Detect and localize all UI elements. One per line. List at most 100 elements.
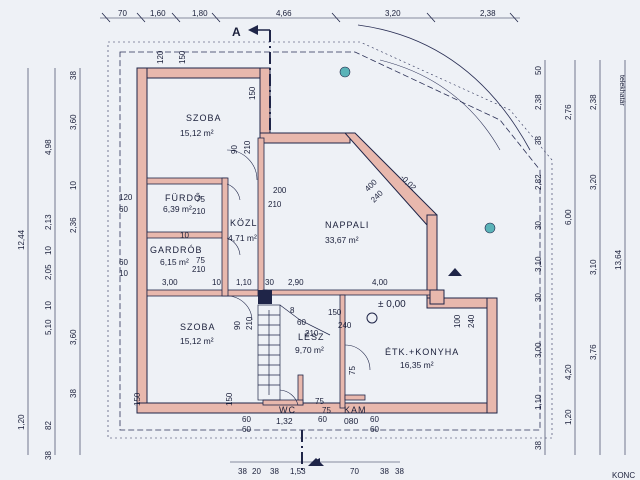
room-name-kozl: KÖZL bbox=[230, 218, 258, 228]
svg-text:13,64: 13,64 bbox=[614, 249, 623, 270]
room-area-gardrob: 6,15 m² bbox=[160, 257, 189, 267]
opening-dims: 120 150 150 90 210 120 60 75 210 200 210… bbox=[119, 50, 476, 476]
svg-text:2,76: 2,76 bbox=[564, 104, 573, 120]
svg-text:38: 38 bbox=[69, 71, 78, 80]
svg-text:3,20: 3,20 bbox=[385, 9, 401, 18]
svg-text:10: 10 bbox=[212, 278, 221, 287]
svg-text:5,10: 5,10 bbox=[44, 319, 53, 335]
svg-text:1,53: 1,53 bbox=[290, 467, 306, 476]
svg-text:20: 20 bbox=[252, 467, 261, 476]
svg-text:2,05: 2,05 bbox=[44, 264, 53, 280]
svg-text:6,00: 6,00 bbox=[564, 209, 573, 225]
svg-text:60: 60 bbox=[119, 258, 128, 267]
svg-text:3,00: 3,00 bbox=[162, 278, 178, 287]
svg-text:150: 150 bbox=[248, 86, 257, 100]
svg-text:90: 90 bbox=[233, 321, 242, 330]
svg-text:75: 75 bbox=[322, 406, 331, 415]
terrace-curve bbox=[357, 24, 531, 151]
right-dimension-chains: 50 2,38 38 2,82 30 3,10 30 3,00 1,10 38 … bbox=[534, 60, 626, 455]
plot-boundary bbox=[119, 51, 541, 431]
room-name-etk: ÉTK.+KONYHA bbox=[385, 347, 459, 357]
svg-text:2,36: 2,36 bbox=[69, 217, 78, 233]
setback-line bbox=[107, 41, 553, 439]
svg-text:38: 38 bbox=[238, 467, 247, 476]
svg-text:210: 210 bbox=[245, 316, 254, 330]
svg-text:3,00: 3,00 bbox=[534, 342, 543, 358]
downpipe-icon bbox=[339, 66, 351, 78]
svg-text:60: 60 bbox=[242, 415, 251, 424]
level-marker-icon bbox=[366, 312, 378, 324]
svg-text:150: 150 bbox=[225, 392, 234, 406]
svg-text:75: 75 bbox=[315, 397, 324, 406]
svg-text:3,10: 3,10 bbox=[534, 256, 543, 272]
room-name-nappali: NAPPALI bbox=[325, 220, 369, 230]
svg-text:3,10: 3,10 bbox=[589, 259, 598, 275]
svg-text:210: 210 bbox=[243, 140, 252, 154]
svg-text:1,20: 1,20 bbox=[17, 414, 26, 430]
svg-text:2,38: 2,38 bbox=[589, 94, 598, 110]
svg-text:210: 210 bbox=[192, 207, 206, 216]
svg-text:75: 75 bbox=[196, 195, 205, 204]
room-area-szoba2: 15,12 m² bbox=[180, 336, 214, 346]
bottom-dimension-chain: 38 20 1,53 70 38 bbox=[230, 461, 404, 476]
svg-text:150: 150 bbox=[328, 308, 342, 317]
room-name-szoba2: SZOBA bbox=[180, 322, 216, 332]
svg-text:4,00: 4,00 bbox=[372, 278, 388, 287]
svg-text:30: 30 bbox=[534, 221, 543, 230]
downpipe-icon bbox=[484, 222, 496, 234]
svg-text:75: 75 bbox=[196, 256, 205, 265]
room-name-kam: KAM bbox=[344, 405, 367, 415]
svg-text:1,60: 1,60 bbox=[150, 9, 166, 18]
svg-text:3,20: 3,20 bbox=[589, 174, 598, 190]
room-area-kam: 080 bbox=[344, 416, 358, 426]
svg-text:2,38: 2,38 bbox=[480, 9, 496, 18]
svg-text:38: 38 bbox=[69, 389, 78, 398]
svg-text:10: 10 bbox=[44, 301, 53, 310]
svg-text:38: 38 bbox=[395, 467, 404, 476]
svg-text:210: 210 bbox=[192, 265, 206, 274]
room-name-szoba1: SZOBA bbox=[186, 113, 222, 123]
svg-text:30: 30 bbox=[265, 278, 274, 287]
svg-text:38: 38 bbox=[380, 467, 389, 476]
terrace-curve-inner bbox=[379, 59, 501, 151]
room-name-furdo: FÜRDŐ bbox=[165, 193, 202, 203]
svg-text:1,10: 1,10 bbox=[534, 394, 543, 410]
room-area-etk: 16,35 m² bbox=[400, 360, 434, 370]
corner-logo: KONC bbox=[612, 471, 635, 480]
svg-text:10: 10 bbox=[44, 246, 53, 255]
svg-text:38: 38 bbox=[534, 136, 543, 145]
left-dimension-chains: 12,44 4,98 5,10 1,20 82 38 2,36 38 3,60 … bbox=[17, 68, 81, 460]
svg-text:150: 150 bbox=[133, 392, 142, 406]
level-label: ± 0,00 bbox=[378, 299, 406, 310]
svg-text:70: 70 bbox=[350, 467, 359, 476]
svg-text:75: 75 bbox=[348, 366, 357, 375]
room-name-wc: WC bbox=[279, 405, 296, 415]
svg-text:60: 60 bbox=[119, 205, 128, 214]
svg-text:38: 38 bbox=[534, 441, 543, 450]
section-arrow-icon bbox=[248, 25, 258, 35]
svg-text:60: 60 bbox=[297, 318, 306, 327]
svg-text:60: 60 bbox=[318, 415, 327, 424]
svg-text:200: 200 bbox=[273, 186, 287, 195]
staircase bbox=[257, 304, 331, 401]
door-swings bbox=[226, 149, 371, 406]
svg-text:38: 38 bbox=[270, 467, 279, 476]
svg-text:90: 90 bbox=[230, 145, 239, 154]
room-labels: SZOBA 15,12 m² FÜRDŐ 6,39 m² GARDRÓB 6,1… bbox=[150, 113, 459, 426]
svg-text:3,60: 3,60 bbox=[69, 114, 78, 130]
room-area-nappali: 33,67 m² bbox=[325, 235, 359, 245]
svg-text:210: 210 bbox=[268, 200, 282, 209]
svg-text:82: 82 bbox=[44, 421, 53, 430]
svg-text:3,60: 3,60 bbox=[69, 329, 78, 345]
room-area-kozl: 4,71 m² bbox=[228, 233, 257, 243]
svg-text:240: 240 bbox=[467, 314, 476, 328]
svg-text:2,38: 2,38 bbox=[534, 94, 543, 110]
room-name-gardrob: GARDRÓB bbox=[150, 245, 203, 255]
svg-text:240: 240 bbox=[338, 321, 352, 330]
room-area-wc: 1,32 bbox=[276, 416, 293, 426]
section-label: A bbox=[232, 25, 241, 39]
room-area-szoba1: 15,12 m² bbox=[180, 128, 214, 138]
room-area-lesz: 9,70 m² bbox=[295, 345, 324, 355]
svg-text:2,82: 2,82 bbox=[534, 174, 543, 190]
